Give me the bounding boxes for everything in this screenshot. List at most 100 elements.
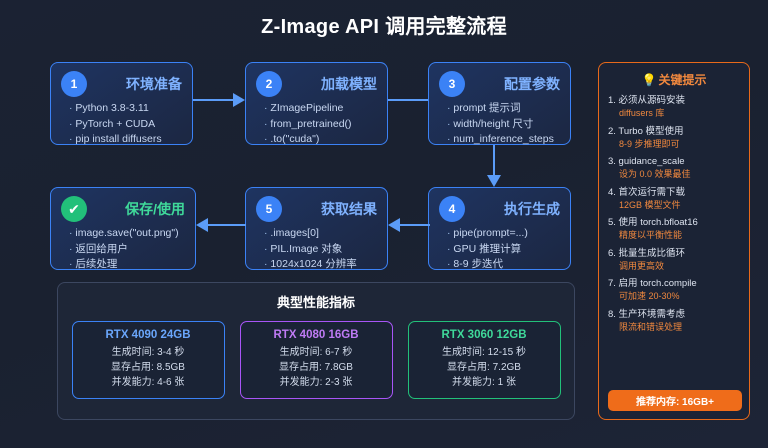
list-item: 2. Turbo 模型使用 8-9 步推理即可 (608, 126, 740, 150)
tip-main: 4. 首次运行需下载 (608, 186, 686, 198)
tip-main: 1. 必须从源码安装 (608, 95, 686, 106)
flow-step-2[interactable]: 2 加载模型 ZImagePipeline from_pretrained() … (245, 62, 388, 145)
step-number-badge: 1 (61, 71, 87, 97)
gpu-stat: 显存占用: 7.2GB (447, 362, 521, 373)
flow-step-2-head: 2 加载模型 (256, 71, 377, 97)
tip-sub: diffusers 库 (619, 108, 665, 118)
key-tips-list: 1. 必须从源码安装 diffusers 库 2. Turbo 模型使用 8-9… (608, 95, 740, 333)
gpu-stat: 生成时间: 3-4 秒 (111, 347, 185, 358)
performance-metrics-panel: 典型性能指标 RTX 4090 24GB 生成时间: 3-4 秒 显存占用: 8… (57, 282, 575, 420)
flow-step-4-list: pipe(prompt=...) GPU 推理计算 8-9 步迭代 (439, 226, 560, 273)
list-item: GPU 推理计算 (447, 242, 560, 258)
list-item: from_pretrained() (264, 117, 377, 133)
arrow-step5-to-step6 (196, 215, 246, 235)
tip-main: 5. 使用 torch.bfloat16 (608, 217, 698, 228)
gpu-name: RTX 3060 12GB (441, 329, 527, 341)
lightbulb-icon: 💡 (641, 73, 657, 87)
list-item: num_inference_steps (447, 132, 560, 148)
flow-step-5-list: .images[0] PIL.Image 对象 1024x1024 分辨率 (256, 226, 377, 273)
step-number-badge: 3 (439, 71, 465, 97)
gpu-name: RTX 4090 24GB (105, 329, 191, 341)
gpu-stat: 显存占用: 7.8GB (279, 362, 353, 373)
tip-sub: 设为 0.0 效果最佳 (619, 169, 691, 179)
arrow-step1-to-step2 (193, 90, 245, 110)
gpu-card-rtx4090: RTX 4090 24GB 生成时间: 3-4 秒 显存占用: 8.5GB 并发… (71, 321, 225, 399)
arrow-step3-to-step4 (484, 145, 504, 187)
flow-step-1[interactable]: 1 环境准备 Python 3.8-3.11 PyTorch + CUDA pi… (50, 62, 193, 145)
flow-step-1-title: 环境准备 (126, 76, 182, 92)
tip-sub: 限流和错误处理 (619, 321, 683, 332)
performance-metrics-title: 典型性能指标 (276, 295, 355, 310)
check-icon: ✔ (61, 196, 87, 222)
list-item: 7. 启用 torch.compile 可加速 20-30% (608, 278, 740, 302)
arrow-step4-to-step5 (388, 215, 430, 235)
list-item: pip install diffusers (69, 132, 182, 148)
list-item: 8-9 步迭代 (447, 257, 560, 273)
list-item: 后续处理 (69, 257, 185, 273)
tip-sub: 8-9 步推理即可 (619, 138, 680, 149)
recommended-memory-badge: 推荐内存: 16GB+ (608, 390, 742, 411)
tip-sub: 12GB 模型文件 (619, 199, 681, 210)
gpu-stat: 并发能力: 2-3 张 (279, 377, 353, 388)
flow-step-2-list: ZImagePipeline from_pretrained() .to("cu… (256, 101, 377, 148)
flow-step-2-title: 加载模型 (321, 76, 377, 92)
flow-step-4-head: 4 执行生成 (439, 196, 560, 222)
tip-main: 7. 启用 torch.compile (608, 278, 697, 289)
flow-step-6[interactable]: ✔ 保存/使用 image.save("out.png") 返回给用户 后续处理 (50, 187, 196, 270)
key-tips-title: 💡关键提示 (608, 71, 740, 88)
flow-step-3-head: 3 配置参数 (439, 71, 560, 97)
flow-step-6-head: ✔ 保存/使用 (61, 196, 185, 222)
list-item: 8. 生产环境需考虑 限流和错误处理 (608, 309, 740, 333)
list-item: prompt 提示词 (447, 101, 560, 117)
list-item: 3. guidance_scale 设为 0.0 效果最佳 (608, 156, 740, 180)
tip-main: 2. Turbo 模型使用 (608, 125, 684, 137)
list-item: 1024x1024 分辨率 (264, 257, 377, 273)
flow-step-5[interactable]: 5 获取结果 .images[0] PIL.Image 对象 1024x1024… (245, 187, 388, 270)
gpu-stat: 生成时间: 6-7 秒 (279, 347, 353, 358)
tip-main: 3. guidance_scale (608, 156, 685, 167)
list-item: 5. 使用 torch.bfloat16 精度以平衡性能 (608, 217, 740, 241)
flow-step-5-title: 获取结果 (321, 201, 377, 217)
tip-sub: 精度以平衡性能 (619, 230, 683, 240)
gpu-card-rtx3060: RTX 3060 12GB 生成时间: 12-15 秒 显存占用: 7.2GB … (407, 321, 561, 399)
gpu-stat: 生成时间: 12-15 秒 (442, 347, 526, 358)
step-number-badge: 5 (256, 196, 282, 222)
page-title: Z-Image API 调用完整流程 (261, 16, 507, 38)
key-tips-title-text: 关键提示 (658, 73, 707, 87)
key-tips-panel: 💡关键提示 1. 必须从源码安装 diffusers 库 2. Turbo 模型… (598, 62, 750, 420)
list-item: pipe(prompt=...) (447, 226, 560, 242)
list-item: PIL.Image 对象 (264, 242, 377, 258)
flow-step-3-list: prompt 提示词 width/height 尺寸 num_inference… (439, 101, 560, 148)
flow-step-3[interactable]: 3 配置参数 prompt 提示词 width/height 尺寸 num_in… (428, 62, 571, 145)
gpu-name: RTX 4080 16GB (273, 329, 359, 341)
list-item: .to("cuda") (264, 132, 377, 148)
tip-main: 8. 生产环境需考虑 (608, 308, 686, 320)
list-item: PyTorch + CUDA (69, 117, 182, 133)
flow-step-4-title: 执行生成 (504, 201, 560, 217)
list-item: image.save("out.png") (69, 226, 185, 242)
gpu-card-row: RTX 4090 24GB 生成时间: 3-4 秒 显存占用: 8.5GB 并发… (58, 321, 574, 399)
list-item: width/height 尺寸 (447, 117, 560, 133)
gpu-stat: 并发能力: 4-6 张 (111, 377, 185, 388)
gpu-card-rtx4080: RTX 4080 16GB 生成时间: 6-7 秒 显存占用: 7.8GB 并发… (239, 321, 393, 399)
list-item: 6. 批量生成比循环 调用更高效 (608, 248, 740, 272)
gpu-stat: 显存占用: 8.5GB (111, 362, 185, 373)
flow-step-3-title: 配置参数 (504, 76, 560, 92)
step-number-badge: 4 (439, 196, 465, 222)
tip-sub: 可加速 20-30% (619, 291, 680, 301)
flow-step-4[interactable]: 4 执行生成 pipe(prompt=...) GPU 推理计算 8-9 步迭代 (428, 187, 571, 270)
flow-step-6-title: 保存/使用 (125, 201, 185, 217)
flow-step-1-list: Python 3.8-3.11 PyTorch + CUDA pip insta… (61, 101, 182, 148)
flow-step-6-list: image.save("out.png") 返回给用户 后续处理 (61, 226, 185, 273)
step-number-badge: 2 (256, 71, 282, 97)
list-item: ZImagePipeline (264, 101, 377, 117)
flow-step-5-head: 5 获取结果 (256, 196, 377, 222)
list-item: 1. 必须从源码安装 diffusers 库 (608, 95, 740, 119)
tip-main: 6. 批量生成比循环 (608, 247, 686, 259)
list-item: Python 3.8-3.11 (69, 101, 182, 117)
tip-sub: 调用更高效 (619, 260, 665, 271)
flow-step-1-head: 1 环境准备 (61, 71, 182, 97)
list-item: .images[0] (264, 226, 377, 242)
gpu-stat: 并发能力: 1 张 (452, 377, 516, 388)
